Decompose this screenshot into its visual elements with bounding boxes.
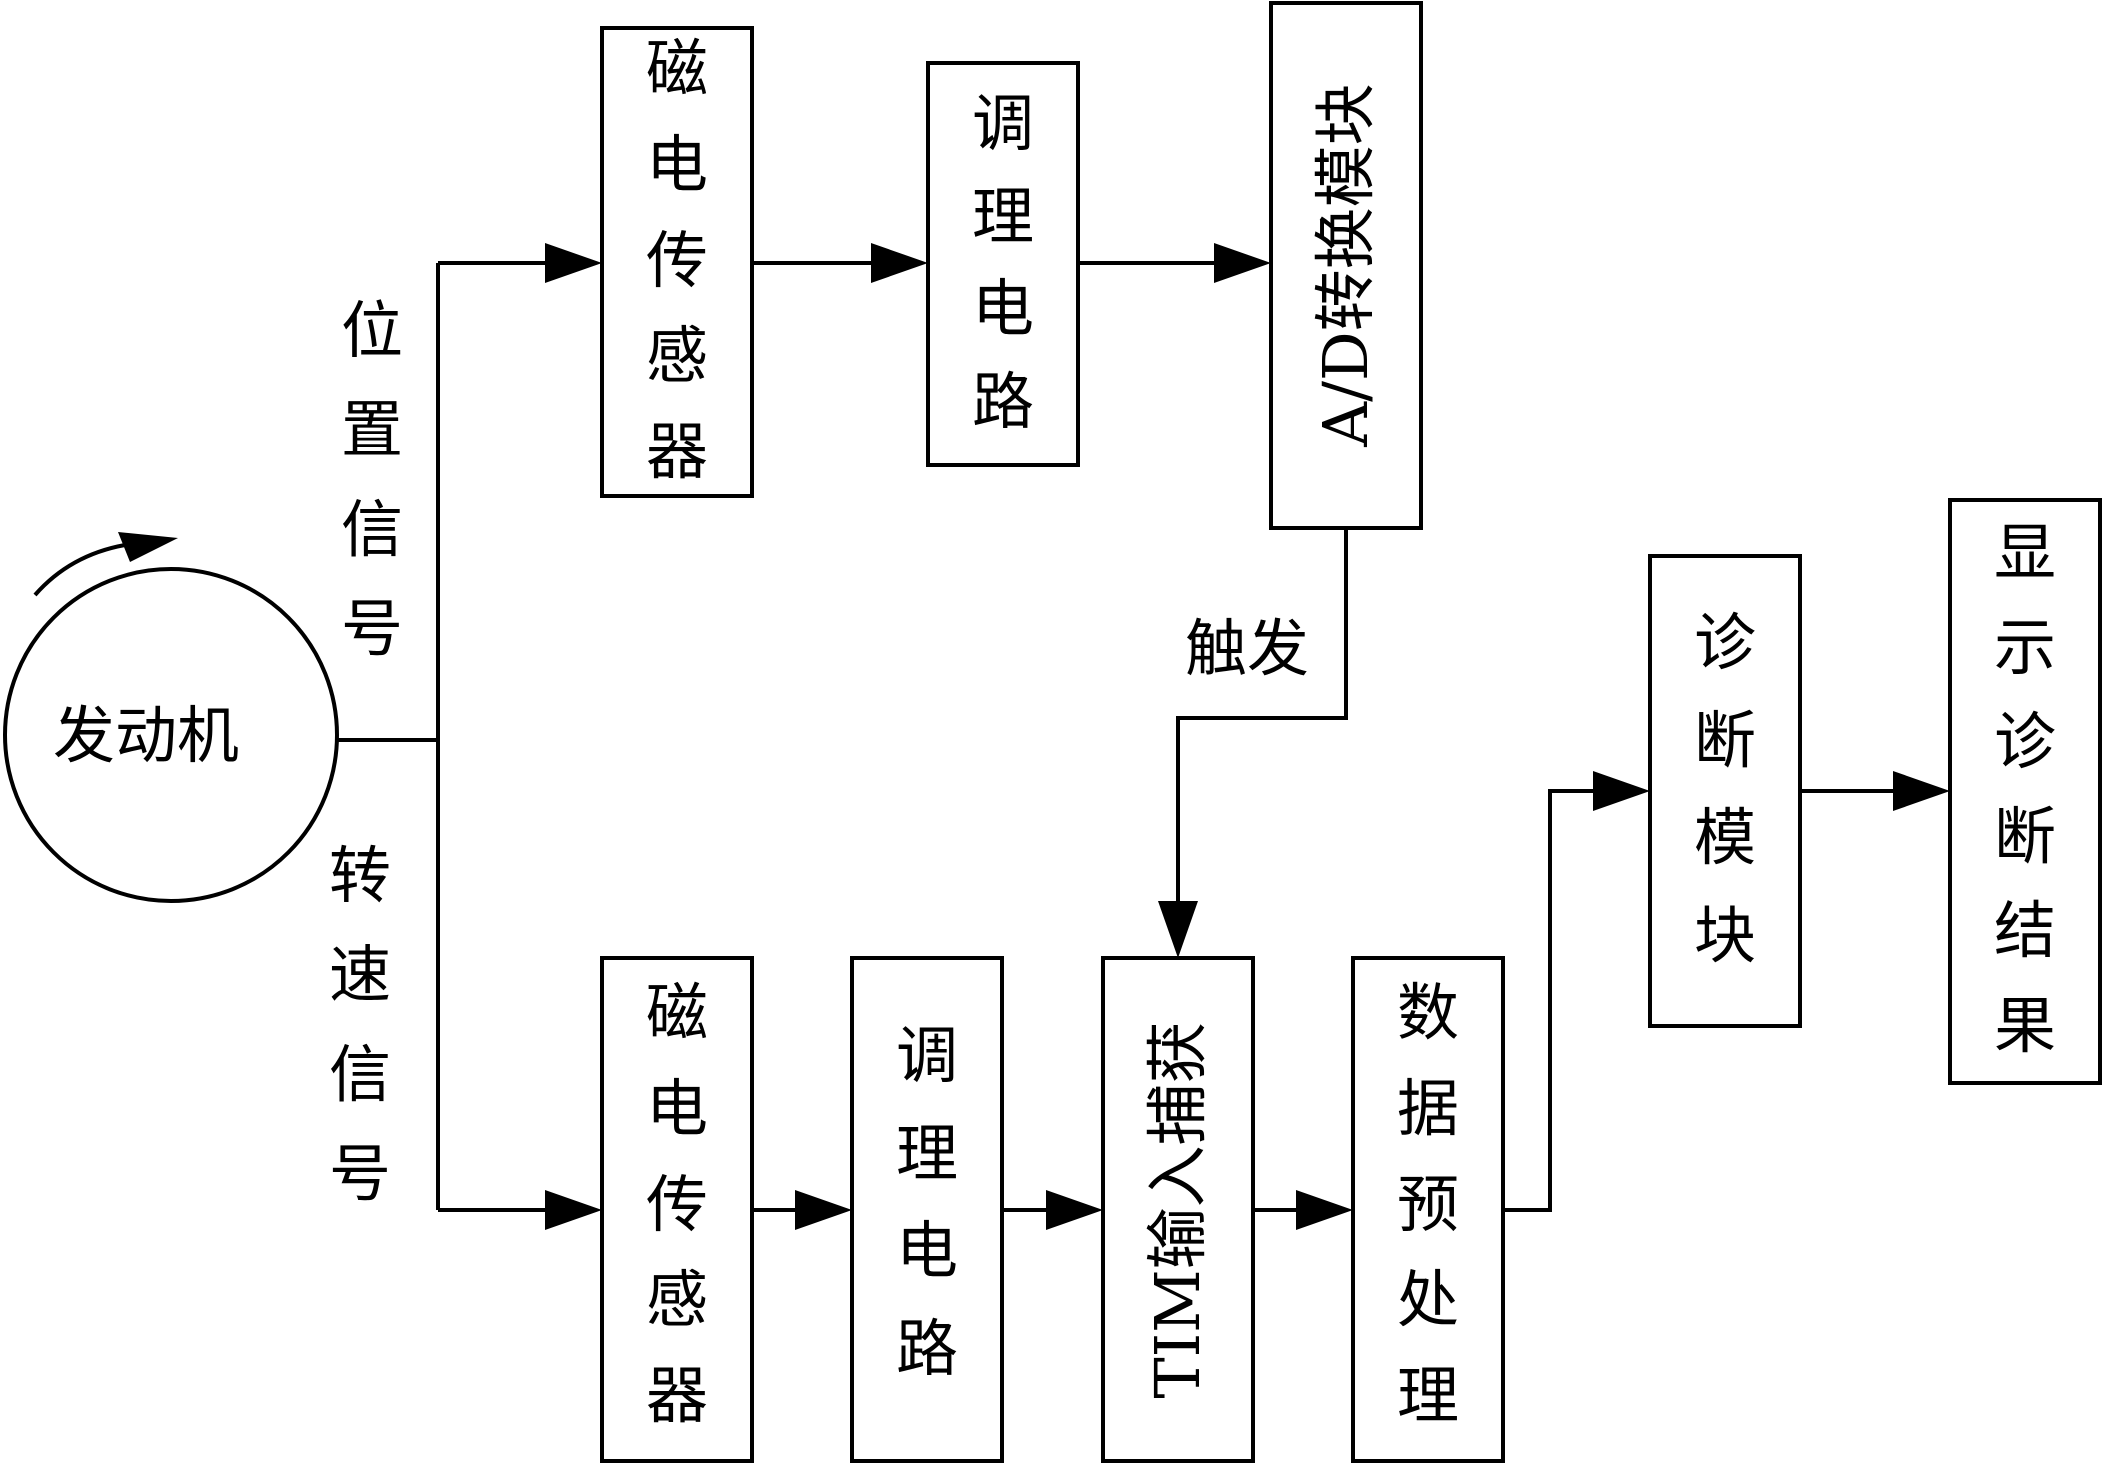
char: 结 (1993, 894, 2056, 968)
char: 预 (1396, 1167, 1459, 1241)
char: 信 (340, 492, 403, 566)
char: 器 (645, 1359, 708, 1432)
rotation-arrowhead (118, 532, 178, 562)
char: 速 (328, 938, 391, 1012)
preprocess-label: 数据预处理 (1393, 982, 1463, 1427)
char: 电 (895, 1214, 958, 1288)
speed-signal-label: 转速信号 (325, 845, 395, 1205)
char: 电 (645, 1071, 708, 1145)
display-label: 显示诊断结果 (1990, 522, 2060, 1057)
trigger-label: 触发 (1185, 612, 1310, 685)
bottom-conditioning-to-tim-arrowhead (1046, 1190, 1103, 1230)
rotation-arc (33, 543, 126, 597)
char: 路 (971, 364, 1034, 438)
char: 磁 (645, 32, 708, 105)
top-conditioning-to-adc-arrowhead (1214, 243, 1271, 283)
char: 理 (971, 179, 1034, 253)
top-sensor-label: 磁电传感器 (642, 38, 712, 483)
char: 路 (895, 1311, 958, 1385)
char: 据 (1396, 1071, 1459, 1145)
preprocess-to-diagnosis-arrowhead (1593, 771, 1650, 811)
diagnosis-to-display-arrowhead (1893, 771, 1950, 811)
bottom-conditioning-label: 调理电路 (892, 1025, 962, 1380)
char: 器 (645, 415, 708, 488)
char: 理 (895, 1116, 958, 1190)
char: 断 (1693, 703, 1756, 777)
char: 果 (1993, 988, 2056, 1062)
tim-to-preprocess-arrowhead (1296, 1190, 1353, 1230)
char: 理 (1396, 1359, 1459, 1432)
char: 转 (328, 839, 391, 912)
char: 诊 (1993, 705, 2056, 779)
char: 感 (645, 1263, 708, 1337)
bottom-sensor-to-conditioning-arrowhead (795, 1190, 852, 1230)
bottom-sensor-label: 磁电传感器 (642, 982, 712, 1427)
trigger-arrowhead (1158, 901, 1198, 958)
top-conditioning-label: 调理电路 (968, 93, 1038, 433)
char: 位 (340, 294, 403, 367)
char: 感 (645, 319, 708, 393)
char: 断 (1993, 799, 2056, 873)
preprocess-to-diagnosis-line (1503, 789, 1593, 1212)
char: 磁 (645, 976, 708, 1049)
char: 电 (971, 272, 1034, 346)
char: 信 (328, 1037, 391, 1111)
char: 模 (1693, 801, 1756, 875)
char: 处 (1396, 1263, 1459, 1337)
top-sensor-to-conditioning-arrowhead (871, 243, 928, 283)
char: 调 (895, 1019, 958, 1092)
char: 诊 (1693, 606, 1756, 679)
engine-circle (3, 567, 339, 903)
display-box (1948, 498, 2102, 1085)
char: 置 (340, 393, 403, 467)
to-bottom-sensor-arrowhead (545, 1190, 602, 1230)
char: 号 (340, 591, 403, 665)
diagnosis-label: 诊断模块 (1690, 612, 1760, 967)
adc-label: A/D转换模块 (1309, 83, 1382, 447)
char: 传 (645, 1167, 708, 1241)
to-top-sensor-arrowhead (545, 243, 602, 283)
engine-label: 发动机 (53, 699, 240, 772)
char: 调 (971, 87, 1034, 160)
char: 号 (328, 1136, 391, 1210)
position-signal-label: 位置信号 (337, 300, 407, 660)
char: 示 (1993, 610, 2056, 684)
tim-label: TIM输入捕获 (1141, 1021, 1214, 1399)
char: 传 (645, 223, 708, 297)
char: 显 (1993, 516, 2056, 589)
trigger-line (1176, 528, 1348, 901)
char: 块 (1693, 898, 1756, 972)
char: 电 (645, 127, 708, 201)
char: 数 (1396, 976, 1459, 1049)
